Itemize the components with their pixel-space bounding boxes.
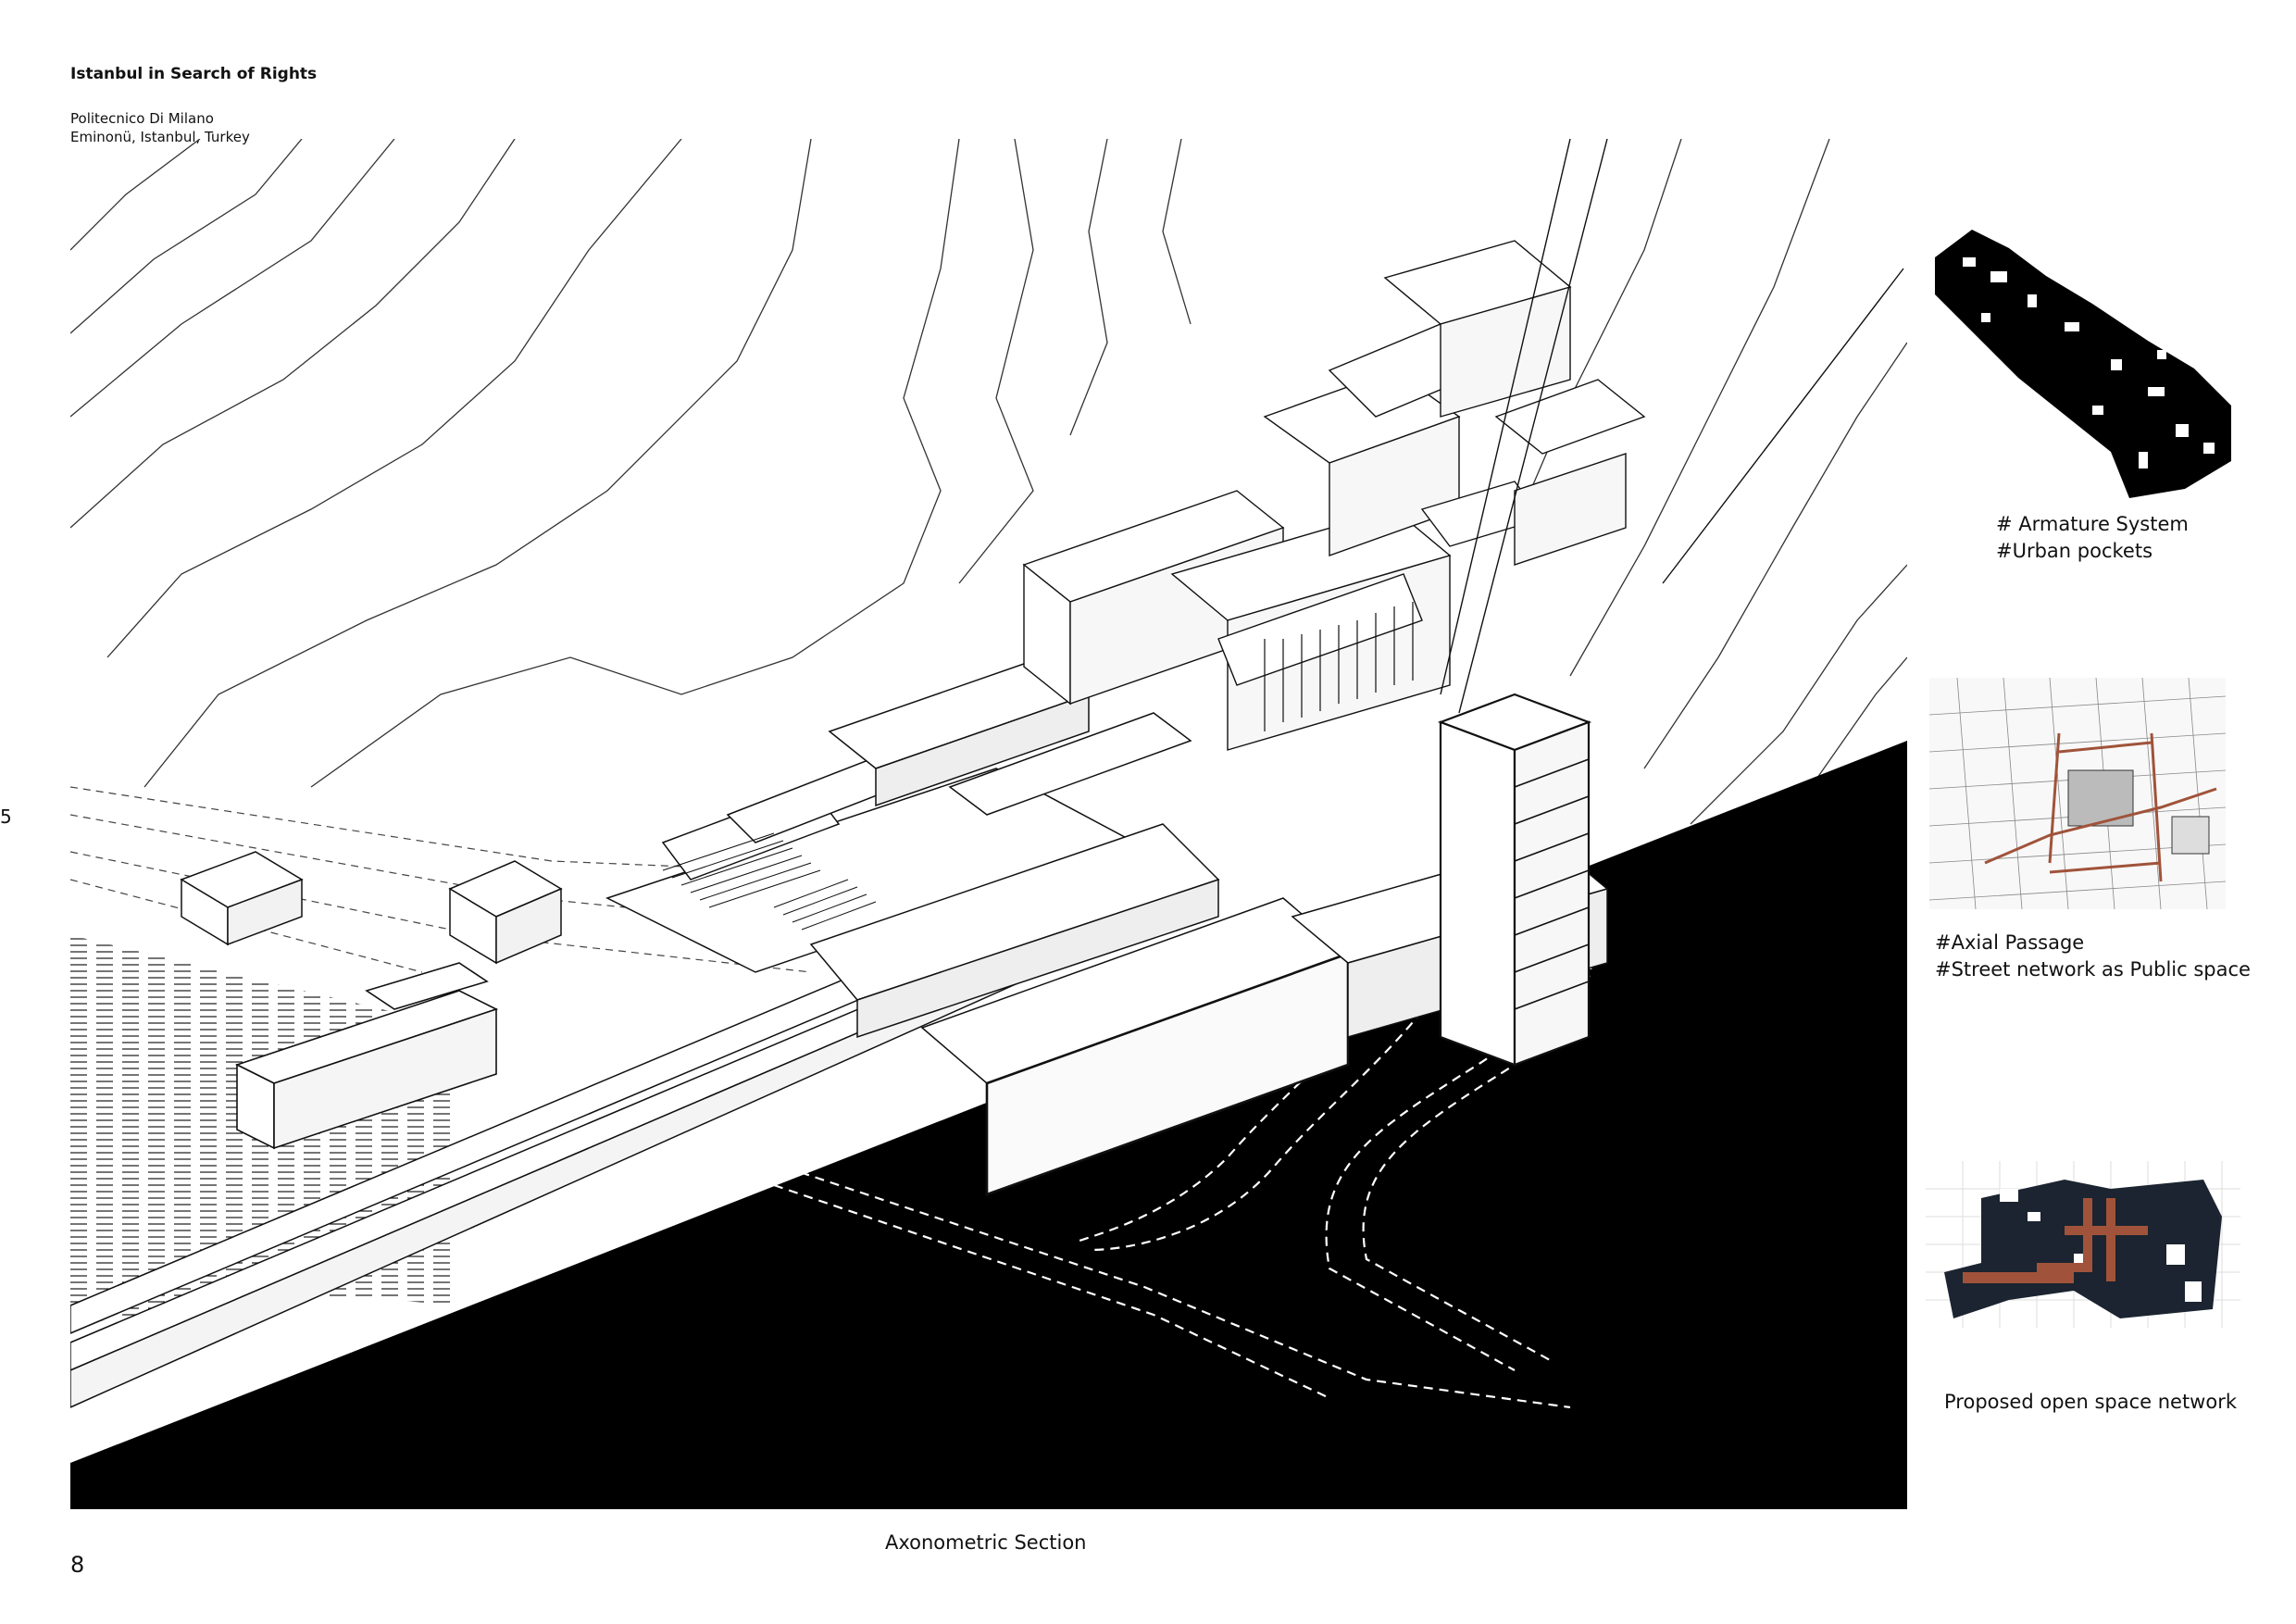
axonometric-drawing (70, 139, 1907, 1509)
panel-2-line-1: #Axial Passage (1935, 931, 2085, 954)
waterfront-building (234, 962, 499, 1150)
location-label: Eminonü, Istanbul, Turkey (70, 129, 250, 145)
panel-1-line-2: #Urban pockets (1996, 540, 2153, 562)
tower (1437, 693, 1592, 1067)
panel-2-caption: #Axial Passage #Street network as Public… (1935, 930, 2251, 983)
ridge-line (1440, 139, 1904, 714)
project-title: Istanbul in Search of Rights (70, 65, 318, 83)
panel-3-caption: Proposed open space network (1944, 1391, 2238, 1413)
panel-1-caption: # Armature System #Urban pockets (1996, 511, 2189, 565)
viaduct (70, 906, 1044, 1408)
facade-lines (1264, 602, 1414, 731)
armature-system-map (1935, 230, 2231, 498)
page-number: 8 (70, 1552, 85, 1578)
axial-passage-map (1929, 678, 2226, 909)
axonometric-caption: Axonometric Section (885, 1531, 1087, 1554)
amphitheater-steps (662, 832, 877, 931)
side-number: 5 (0, 806, 12, 828)
project-subtitle: Politecnico Di Milano Eminonü, Istanbul,… (70, 109, 250, 146)
institution-label: Politecnico Di Milano (70, 110, 214, 127)
open-space-network-map (1926, 1161, 2240, 1328)
panel-2-line-2: #Street network as Public space (1935, 958, 2251, 981)
panel-1-line-1: # Armature System (1996, 513, 2189, 535)
pavilions (180, 851, 563, 965)
upper-town-blocks (1022, 240, 1646, 751)
